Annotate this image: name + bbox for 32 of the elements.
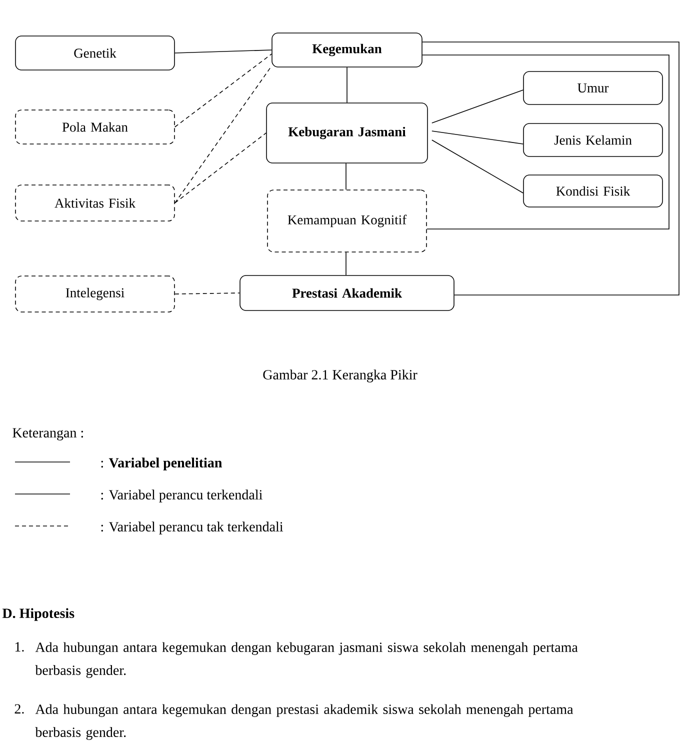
legend-text: : Variabel perancu tak terkendali: [101, 522, 284, 534]
dashed-connector: [174, 132, 266, 204]
variable-box: Aktivitas Fisik: [15, 184, 175, 222]
list-item: Ada hubungan antara kegemukan dengan prestasi akademik siswa sekolah menengah pertama berbasis gender.: [35, 704, 574, 740]
variable-box: Kondisi Fisik: [523, 174, 663, 208]
section-heading: D. Hipotesis: [2, 608, 74, 621]
dashed-connector: [174, 67, 271, 204]
list-number: 2.: [14, 704, 24, 714]
connector-line: [174, 50, 272, 54]
figure-caption: Gambar 2.1 Kerangka Pikir: [263, 370, 418, 382]
connector-line: [432, 140, 524, 194]
variable-box: Pola Makan: [15, 110, 175, 144]
list-item: Ada hubungan antara kegemukan dengan kebugaran jasmani siswa sekolah menengah pertama berbasis gender.: [35, 642, 578, 678]
variable-box: Jenis Kelamin: [523, 123, 663, 157]
variable-box: Umur: [523, 71, 663, 105]
list-number: 1.: [15, 642, 24, 652]
connector-line: [422, 54, 670, 230]
variable-box: Kegemukan: [272, 32, 422, 68]
dashed-connector: [174, 292, 240, 294]
variable-box: Kebugaran Jasmani: [266, 102, 428, 164]
variable-box: Genetik: [15, 36, 175, 70]
variable-box: Intelegensi: [15, 276, 175, 312]
variable-box: Kemampuan Kognitif: [267, 190, 427, 252]
legend-text: : Variabel perancu terkendali: [101, 490, 262, 502]
connector-line: [432, 130, 524, 144]
legend-text: : Variabel penelitian: [101, 458, 222, 470]
dashed-connector: [174, 54, 272, 128]
connector-line: [422, 42, 680, 296]
legend-heading: Keterangan :: [12, 428, 83, 440]
connector-line: [346, 67, 348, 103]
connector-line: [432, 90, 524, 124]
variable-box: Prestasi Akademik: [240, 275, 454, 311]
